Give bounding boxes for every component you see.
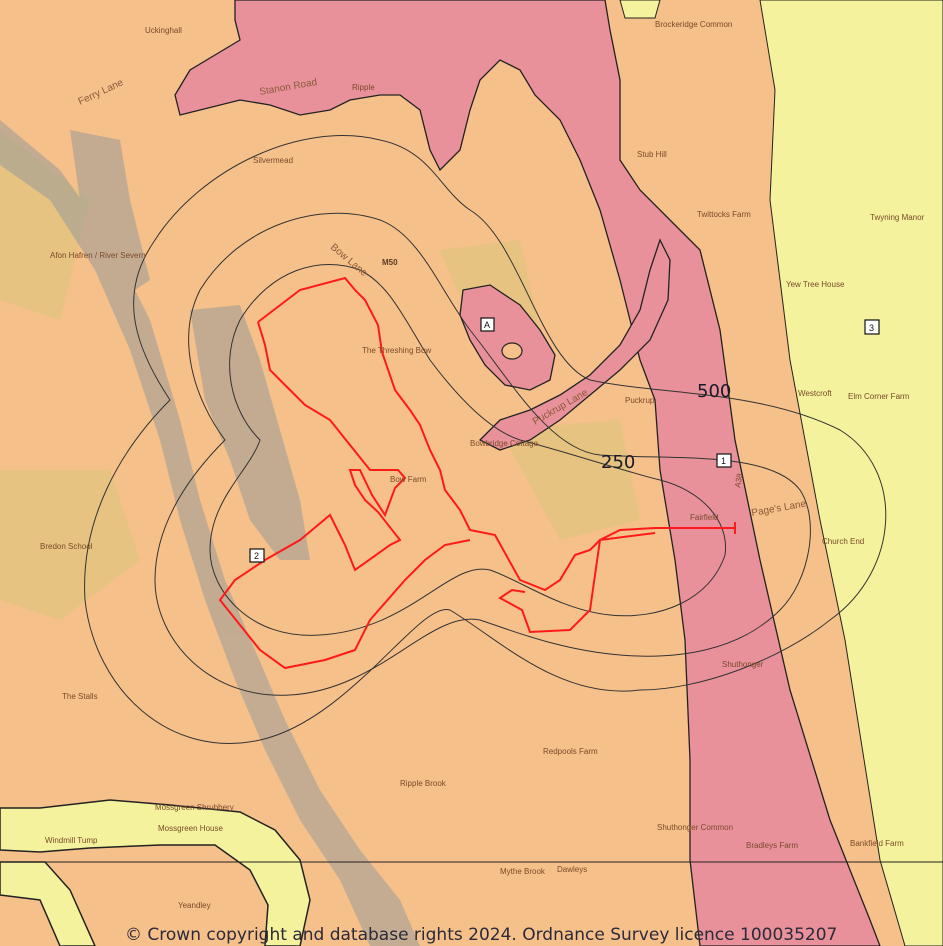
label-shuthonger-common: Shuthonger Common	[657, 823, 733, 832]
label-ripple-brook: Ripple Brook	[400, 779, 447, 788]
label-dawleys: Dawleys	[557, 865, 587, 874]
open-zone-east	[759, 0, 943, 946]
label-a38: A38	[733, 472, 744, 488]
copyright-notice: © Crown copyright and database rights 20…	[125, 925, 837, 945]
label-twyning-manor: Twyning Manor	[870, 213, 925, 222]
label-brockeridge: Brockeridge Common	[655, 20, 732, 29]
ring-label-500: 500	[697, 381, 731, 402]
label-stub-hill: Stub Hill	[637, 150, 667, 159]
label-bow-farm: Bow Farm	[390, 475, 427, 484]
marker-box	[864, 319, 880, 335]
marker-label-2: 2	[254, 551, 259, 561]
site-boundary	[218, 276, 736, 670]
marker-3[interactable]: 3	[864, 319, 880, 335]
label-yeandley: Yeandley	[178, 901, 211, 910]
urban-zone-island	[459, 284, 556, 391]
label-puckrup: Puckrup	[625, 396, 655, 405]
island-hole	[501, 342, 523, 360]
label-yew-tree: Yew Tree House	[786, 280, 845, 289]
buffer-inner	[209, 263, 727, 636]
label-twittocks: Twittocks Farm	[697, 210, 751, 219]
river-severn	[0, 120, 420, 946]
label-silvermead: Silvermead	[253, 156, 293, 165]
label-threshing: The Threshing Bow	[362, 346, 431, 355]
label-redpools: Redpools Farm	[543, 747, 598, 756]
open-zone-river-west	[0, 799, 311, 946]
marker-label-3: 3	[869, 323, 874, 333]
marker-1[interactable]: 1	[716, 453, 732, 468]
marker-box	[716, 453, 732, 468]
buffer-500	[84, 135, 887, 744]
label-windmill-tump: Windmill Tump	[45, 836, 98, 845]
buffer-rings	[84, 135, 887, 744]
label-church-end: Church End	[822, 537, 864, 546]
label-the-stalls: The Stalls	[62, 692, 98, 701]
label-elm-corner: Elm Corner Farm	[848, 392, 910, 401]
label-shuthonger: Shuthonger	[722, 660, 764, 669]
marker-box	[480, 317, 495, 332]
label-bredon-school: Bredon School	[40, 542, 93, 551]
label-mossgreen-shrubbery: Mossgreen Shrubbery	[155, 803, 234, 812]
buffer-250	[154, 212, 811, 696]
label-m50: M50	[382, 258, 398, 267]
label-mythe-brook: Mythe Brook	[500, 867, 546, 876]
label-ripple: Ripple	[352, 83, 375, 92]
label-mossgreen-house: Mossgreen House	[158, 824, 223, 833]
label-bradleys: Bradleys Farm	[746, 841, 798, 850]
label-uckinghall: Uckinghall	[145, 26, 182, 35]
ring-label-250: 250	[601, 452, 635, 473]
urban-zone	[174, 0, 881, 946]
label-bowbridge: Bowbridge Cottage	[470, 439, 539, 448]
label-afon: Afon Hafren / River Severn	[50, 251, 146, 260]
urban-zone-lane	[478, 238, 671, 451]
marker-A[interactable]: A	[480, 317, 495, 332]
marker-box	[249, 548, 265, 563]
label-fairfield: Fairfield	[690, 513, 718, 522]
label-westcroft: Westcroft	[798, 389, 832, 398]
open-zone-river-south	[0, 861, 96, 946]
marker-label-A: A	[484, 320, 490, 330]
marker-2[interactable]: 2	[249, 548, 265, 563]
label-bankfield: Bankfield Farm	[850, 839, 904, 848]
marker-label-1: 1	[721, 456, 726, 466]
open-zone-top	[619, 0, 661, 19]
